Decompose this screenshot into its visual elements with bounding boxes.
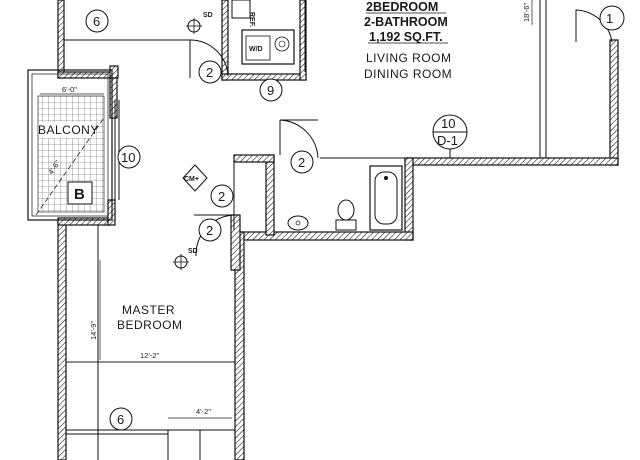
bathroom-fixtures [287, 165, 403, 231]
wall-segment [404, 157, 414, 241]
door-swing-right [575, 9, 613, 43]
closet-width-dimension: 4'-2" [196, 407, 211, 416]
balcony-width-dimension: 6'-0" [62, 85, 77, 94]
wall-segment [404, 157, 619, 166]
svg-text:2: 2 [206, 223, 213, 238]
wall-segment [57, 217, 111, 226]
wall-segment [57, 71, 117, 79]
wall-segment [265, 154, 275, 236]
dryer-drum-icon [274, 36, 290, 52]
wall-segment [57, 0, 65, 79]
svg-text:2: 2 [206, 65, 213, 80]
svg-text:2: 2 [218, 189, 225, 204]
door-swings [114, 9, 613, 257]
wall-segment [221, 73, 307, 81]
svg-text:9: 9 [267, 83, 274, 98]
wall-segment [299, 0, 307, 81]
svg-text:6: 6 [117, 412, 124, 427]
sensors: SD SD CM+ [173, 12, 213, 270]
tag-hall-2-a [210, 184, 234, 208]
washer-dryer-label: W/D [249, 46, 263, 53]
wall-segment [230, 214, 241, 271]
toilet-icon [337, 199, 355, 221]
detail-reference: D-1 [437, 133, 458, 148]
svg-text:1: 1 [606, 11, 613, 26]
tag-appliance-9 [259, 78, 283, 102]
door-swing-bath [279, 119, 319, 159]
wall-segment [109, 77, 118, 119]
walls [57, 0, 619, 460]
master-bedroom-label-line2: BEDROOM [117, 318, 183, 332]
tag-door-2-a [198, 60, 222, 84]
tag-door-6-top [85, 9, 109, 33]
svg-text:6: 6 [93, 14, 100, 29]
balcony-diagonal-dimension [35, 117, 105, 216]
tag-hall-2-b [198, 218, 222, 242]
svg-text:2: 2 [298, 155, 305, 170]
dining-room-label: DINING ROOM [364, 67, 452, 81]
tags: 6 2 9 10 2 2 2 6 1 10 D-1 [85, 5, 625, 431]
balcony: 6'-0" 4'-6" BALCONY B [27, 69, 113, 221]
tag-corner-1 [599, 5, 625, 31]
sink-icon [287, 215, 309, 231]
master-bedroom-label-line1: MASTER [122, 303, 175, 317]
svg-text:SD: SD [188, 248, 198, 255]
detail-number: 10 [441, 116, 455, 131]
title-area: 1,192 SQ.FT. [369, 30, 443, 44]
wall-lines [64, 0, 547, 460]
b-marker: B [74, 186, 85, 203]
svg-text:10: 10 [121, 150, 135, 165]
living-room-label: LIVING ROOM [366, 51, 452, 65]
unit-title: 2BEDROOM 2-BATHROOM 1,192 SQ.FT. [364, 0, 448, 44]
title-bedrooms: 2BEDROOM [366, 0, 438, 14]
wall-segment [109, 65, 119, 79]
wall-segment [57, 221, 67, 460]
co-monitor-icon [182, 164, 208, 192]
appliance-closet: REF. W/D [231, 0, 295, 65]
wall-segment [234, 231, 414, 241]
master-width-dimension: 12'-2" [140, 351, 159, 360]
living-depth-dimension: 18'-6" [522, 3, 531, 22]
cm-label: CM+ [184, 176, 199, 183]
ref-label: REF. [248, 12, 255, 27]
master-depth-dimension: 14'-9" [89, 321, 98, 340]
tag-bath-door-2 [290, 150, 314, 174]
title-bathrooms: 2-BATHROOM [364, 15, 448, 29]
tag-closet-door-6 [109, 407, 133, 431]
tag-balcony-door-10 [117, 145, 141, 169]
door-swing-top [189, 39, 229, 78]
dimensions: 14'-9" 12'-2" 4'-2" 18'-6" [66, 0, 533, 419]
svg-text:SD: SD [203, 12, 213, 19]
wall-segment [609, 39, 619, 166]
balcony-label: BALCONY [38, 123, 99, 137]
wall-segment [233, 154, 275, 163]
